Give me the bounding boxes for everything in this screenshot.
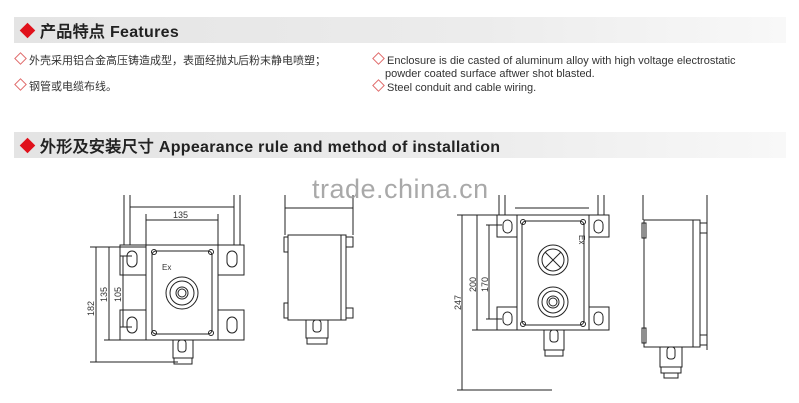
installation-header-bar: 外形及安装尺寸 Appearance rule and method of in… — [14, 132, 786, 158]
dim-105-label: 105 — [113, 287, 123, 302]
double-box-front-view: Ex 247 200 170 — [453, 195, 610, 391]
single-box-front-view: 135 Ex 182 135 105 — [86, 195, 245, 365]
red-diamond-icon — [19, 137, 36, 153]
feature-en-1: Enclosure is die casted of aluminum allo… — [372, 52, 736, 68]
feature-cn-2: 钢管或电缆布线。 — [14, 78, 117, 94]
dim-width-label: 135 — [173, 210, 188, 220]
feature-en-2-text: Steel conduit and cable wiring. — [387, 82, 537, 94]
single-box-side-view — [283, 195, 354, 345]
diamond-bullet-icon — [14, 52, 27, 65]
feature-cn-2-text: 钢管或电缆布线。 — [29, 81, 117, 93]
feature-cn-1: 外壳采用铝合金高压铸造成型，表面经抛丸后粉末静电喷塑； — [14, 52, 326, 68]
feature-en-1-cont-text: powder coated surface aftwer shot blaste… — [385, 68, 595, 80]
double-box-side-view — [641, 195, 708, 379]
red-diamond-icon — [19, 22, 36, 38]
dim-135-label: 135 — [99, 287, 109, 302]
feature-en-2: Steel conduit and cable wiring. — [372, 79, 537, 95]
diamond-bullet-icon — [372, 79, 385, 92]
dim-170-label: 170 — [480, 277, 490, 292]
ex-mark: Ex — [162, 263, 171, 272]
features-title: 产品特点 Features — [40, 24, 180, 41]
feature-en-1-text: Enclosure is die casted of aluminum allo… — [387, 55, 736, 67]
dim-200-label: 200 — [468, 277, 478, 292]
feature-cn-1-text: 外壳采用铝合金高压铸造成型，表面经抛丸后粉末静电喷塑； — [29, 55, 326, 67]
installation-title: 外形及安装尺寸 Appearance rule and method of in… — [40, 139, 501, 156]
diamond-bullet-icon — [14, 78, 27, 91]
feature-en-1-cont: powder coated surface aftwer shot blaste… — [372, 67, 595, 81]
watermark-text: trade.china.cn — [312, 174, 489, 204]
ex-mark: Ex — [577, 235, 586, 244]
diamond-bullet-icon — [372, 52, 385, 65]
dim-182-label: 182 — [86, 301, 96, 316]
features-header-bar: 产品特点 Features — [14, 17, 786, 43]
dim-247-label: 247 — [453, 295, 463, 310]
